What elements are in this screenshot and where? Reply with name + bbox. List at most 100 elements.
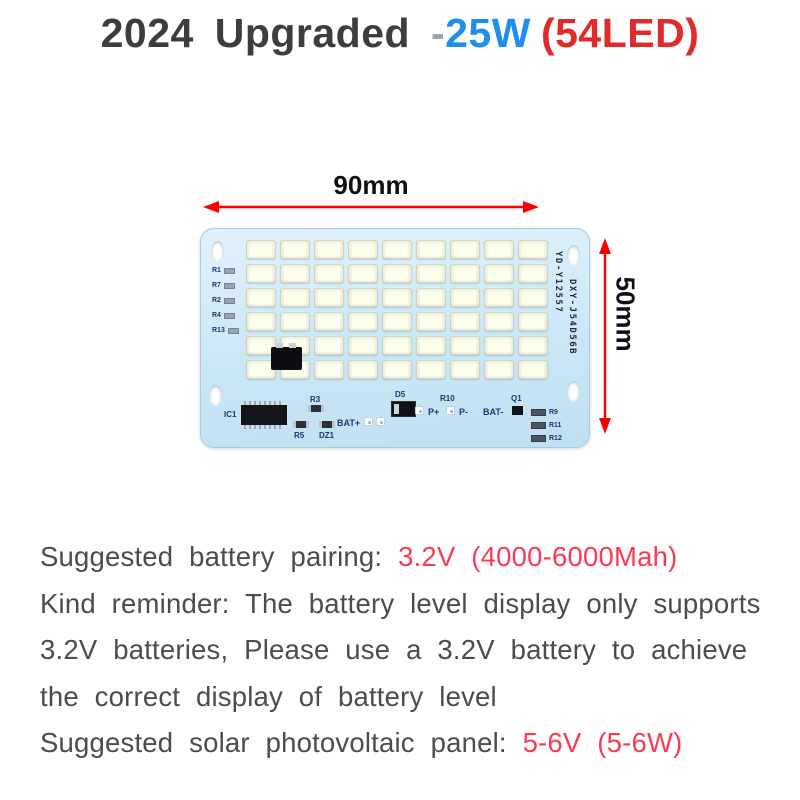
led-chip (382, 240, 412, 259)
led-chip (518, 288, 548, 307)
led-chip (518, 264, 548, 283)
silkscreen-label: R7 (212, 282, 221, 289)
led-chip (416, 336, 446, 355)
solder-pad (364, 417, 373, 426)
note-reminder-line1: Kind reminder: The battery level display… (40, 587, 761, 619)
led-chip (348, 312, 378, 331)
led-chip (416, 360, 446, 379)
led-chip (280, 264, 310, 283)
led-chip (518, 360, 548, 379)
component-label-row: R2 (212, 293, 239, 308)
note-battery-highlight: 3.2V (4000-6000Mah) (398, 541, 678, 572)
led-chip (416, 264, 446, 283)
transistor-component (512, 406, 523, 415)
led-chip (314, 264, 344, 283)
led-chip (450, 264, 480, 283)
led-chip (484, 312, 514, 331)
led-chip (450, 288, 480, 307)
led-chip (518, 240, 548, 259)
smd-component (223, 267, 235, 274)
led-chip (280, 240, 310, 259)
mounting-hole (211, 241, 224, 262)
led-chip (348, 240, 378, 259)
title-dash: - (430, 10, 446, 56)
note-reminder-line2: 3.2V batteries, Please use a 3.2V batter… (40, 634, 748, 665)
led-chip (484, 288, 514, 307)
led-chip (314, 336, 344, 355)
led-chip (314, 360, 344, 379)
led-chip (314, 288, 344, 307)
resistor-component (308, 405, 324, 412)
silkscreen-label: R12 (549, 435, 562, 442)
led-chip (246, 240, 276, 259)
component-label-row: R13 (212, 323, 239, 338)
silkscreen-label: R9 (549, 409, 558, 416)
board-part-number-bottom: DXY-J54D56B (567, 279, 577, 356)
component-label-row: R12 (531, 432, 562, 445)
led-chip (484, 264, 514, 283)
title-led-count: (54LED) (540, 10, 700, 56)
height-dimension-arrow (599, 238, 611, 434)
led-chip (382, 288, 412, 307)
smd-component (223, 282, 235, 289)
led-chip (348, 288, 378, 307)
led-chip (246, 360, 276, 379)
mounting-hole (209, 385, 222, 406)
led-chip (416, 288, 446, 307)
note-battery-pairing: Suggested battery pairing: 3.2V (4000-60… (40, 534, 775, 581)
page-title: 2024 Upgraded -25W(54LED) (0, 10, 800, 57)
led-chip (246, 288, 276, 307)
led-chip (246, 336, 276, 355)
diode-component (391, 401, 416, 417)
notes-section: Suggested battery pairing: 3.2V (4000-60… (40, 534, 775, 767)
note-solar-prefix: Suggested solar photovoltaic panel: (40, 727, 523, 758)
silkscreen-label-r3: R3 (310, 395, 321, 404)
led-chip (280, 312, 310, 331)
note-solar-panel: Suggested solar photovoltaic panel: 5-6V… (40, 720, 775, 767)
ic-chip (241, 401, 287, 429)
led-chip (450, 336, 480, 355)
led-grid (246, 240, 548, 379)
resistor-component (293, 421, 309, 428)
led-chip (518, 312, 548, 331)
note-solar-highlight: 5-6V (5-6W) (522, 727, 683, 758)
smd-component (227, 327, 239, 334)
led-chip (484, 240, 514, 259)
led-chip (382, 336, 412, 355)
width-dimension-arrow (203, 201, 539, 213)
led-chip (416, 240, 446, 259)
smd-component (531, 435, 546, 442)
led-chip (348, 336, 378, 355)
smd-component (223, 297, 235, 304)
note-battery-prefix: Suggested battery pairing: (40, 541, 399, 572)
silkscreen-label-ic1: IC1 (224, 410, 237, 419)
solder-pad (446, 406, 455, 415)
resistor-component (319, 421, 335, 428)
solder-pad (376, 417, 385, 426)
led-chip (314, 240, 344, 259)
silkscreen-label-p-minus: P- (459, 407, 468, 417)
led-chip (280, 288, 310, 307)
silkscreen-label: R2 (212, 297, 221, 304)
height-dimension-label: 50mm (610, 276, 641, 352)
component-label-row: R1 (212, 263, 239, 278)
smd-component (531, 409, 546, 416)
silkscreen-label: R11 (549, 422, 562, 429)
smd-component (271, 343, 302, 370)
mounting-hole (567, 381, 580, 402)
silkscreen-label: R1 (212, 267, 221, 274)
led-chip (382, 264, 412, 283)
led-chip (348, 360, 378, 379)
led-chip (382, 360, 412, 379)
silkscreen-label-dz1: DZ1 (319, 431, 335, 440)
led-chip (416, 312, 446, 331)
board-part-number-top: YD-Y12557 (553, 251, 563, 314)
silkscreen-label-q1: Q1 (511, 394, 522, 403)
silkscreen-label-p-plus: P+ (428, 407, 440, 417)
led-chip (450, 312, 480, 331)
silkscreen-label-bat-minus: BAT- (483, 407, 504, 417)
silkscreen-label-r5: R5 (294, 431, 305, 440)
